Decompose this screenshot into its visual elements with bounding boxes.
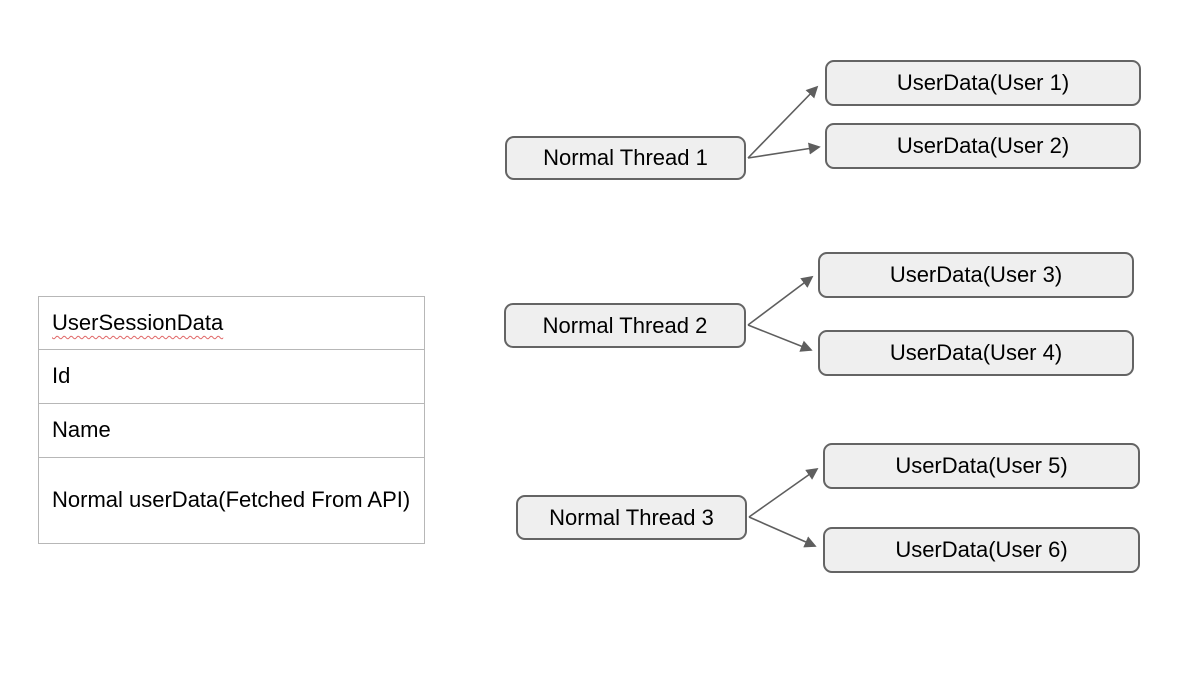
table-row-title[interactable]: UserSessionData: [39, 297, 424, 350]
node-userdata-user-5[interactable]: UserData(User 5): [823, 443, 1140, 489]
node-userdata-user-2[interactable]: UserData(User 2): [825, 123, 1141, 169]
table-cell-normal-userdata: Normal userData(Fetched From API): [52, 487, 411, 513]
node-label: UserData(User 1): [896, 70, 1070, 95]
node-normal-thread-1[interactable]: Normal Thread 1: [505, 136, 746, 180]
table-row-normal-userdata[interactable]: Normal userData(Fetched From API): [39, 458, 424, 543]
node-label: UserData(User 6): [895, 537, 1068, 562]
node-userdata-user-6[interactable]: UserData(User 6): [823, 527, 1140, 573]
user-session-data-table: UserSessionData Id Name Normal userData(…: [38, 296, 425, 544]
node-userdata-user-4[interactable]: UserData(User 4): [818, 330, 1134, 376]
table-row-name[interactable]: Name: [39, 404, 424, 458]
node-label: Normal Thread 1: [543, 145, 708, 170]
arrow-thread2-to-user3: [747, 275, 814, 326]
node-userdata-user-3[interactable]: UserData(User 3): [818, 252, 1134, 298]
node-normal-thread-2[interactable]: Normal Thread 2: [504, 303, 746, 348]
table-cell-id: Id: [52, 363, 71, 389]
node-label: Normal Thread 2: [542, 312, 708, 338]
arrow-thread3-to-user6: [748, 516, 817, 548]
node-label: UserData(User 3): [889, 262, 1063, 287]
arrow-thread1-to-user2: [747, 142, 821, 159]
arrow-thread2-to-user4: [747, 324, 813, 352]
table-cell-title: UserSessionData: [52, 309, 224, 335]
node-userdata-user-1[interactable]: UserData(User 1): [825, 60, 1141, 106]
node-label: Normal Thread 3: [549, 504, 714, 530]
arrow-thread1-to-user1: [747, 85, 819, 159]
arrow-thread3-to-user5: [748, 467, 819, 518]
table-row-id[interactable]: Id: [39, 350, 424, 404]
node-label: UserData(User 5): [895, 453, 1068, 478]
node-label: UserData(User 4): [889, 340, 1063, 365]
table-cell-name: Name: [52, 417, 111, 443]
node-label: UserData(User 2): [896, 133, 1070, 158]
node-normal-thread-3[interactable]: Normal Thread 3: [516, 495, 747, 540]
